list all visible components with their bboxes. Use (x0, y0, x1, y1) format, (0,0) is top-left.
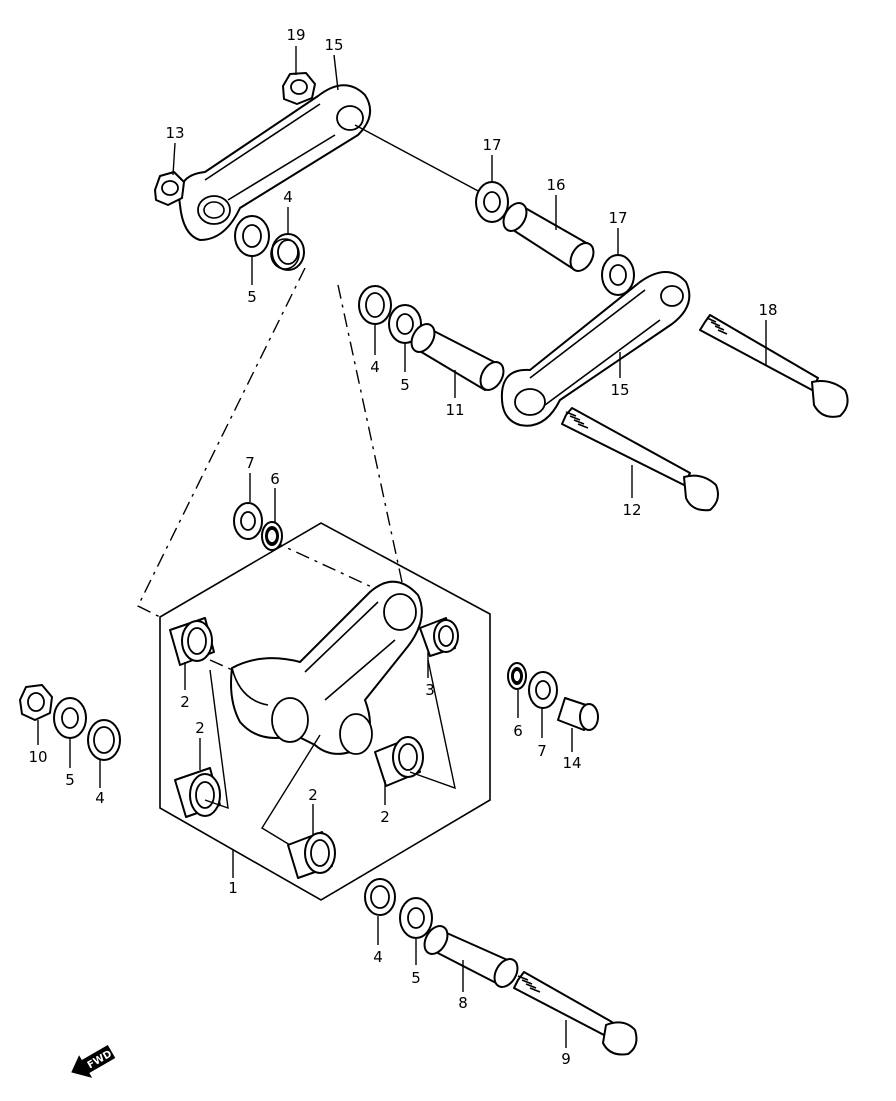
seal-4-lower (364, 878, 396, 916)
callout-19: 19 (286, 26, 305, 44)
leader (333, 54, 339, 91)
callout-2-d: 2 (308, 786, 318, 804)
washer-7-right (528, 671, 558, 709)
callout-16: 16 (546, 176, 565, 194)
bearing-2-b (174, 767, 221, 818)
callout-4-mid: 4 (370, 358, 380, 376)
washer-17-right (601, 254, 635, 296)
callout-10: 10 (28, 748, 47, 766)
callout-8: 8 (458, 994, 468, 1012)
callout-4-upper: 4 (283, 188, 293, 206)
callout-2-c: 2 (380, 808, 390, 826)
bearing-2-a (169, 617, 215, 666)
washer-5-upper (234, 215, 270, 257)
bearing-2-d (287, 831, 336, 879)
callout-5-mid: 5 (400, 376, 410, 394)
cushion-lever (230, 580, 423, 755)
nut-19 (282, 72, 316, 105)
assembly-outline (159, 522, 491, 901)
callout-6-right: 6 (513, 722, 523, 740)
bolt-18 (699, 314, 849, 418)
callout-15-top: 15 (324, 36, 343, 54)
callout-5-left: 5 (65, 771, 75, 789)
leader (204, 669, 229, 810)
washer-17-upper (475, 181, 509, 223)
seal-4-mid (358, 285, 392, 325)
callout-13: 13 (165, 124, 184, 142)
fwd-arrow-icon: FWD (71, 1044, 116, 1078)
callout-14: 14 (562, 754, 581, 772)
leader (172, 142, 176, 176)
bolt-9 (513, 971, 638, 1056)
leader (409, 659, 456, 790)
bearing-2-c (374, 736, 424, 787)
axis-line (354, 124, 481, 193)
right-rod-link (500, 271, 691, 427)
callout-6-upper: 6 (270, 470, 280, 488)
seal-6-upper (261, 521, 283, 551)
collar-11 (410, 323, 505, 391)
callout-15-right: 15 (610, 381, 629, 399)
phantom-line (137, 267, 306, 618)
callout-11: 11 (445, 401, 464, 419)
washer-5-left (53, 697, 87, 739)
seal-4-upper (270, 233, 305, 271)
callout-17-upper: 17 (482, 136, 501, 154)
callout-7-right: 7 (537, 742, 547, 760)
callout-1: 1 (228, 879, 238, 897)
washer-7-upper (233, 502, 263, 540)
bolt-12 (561, 407, 719, 512)
callout-4-lower: 4 (373, 948, 383, 966)
callout-9: 9 (561, 1050, 571, 1068)
bearing-3 (419, 617, 459, 657)
leader (261, 734, 321, 846)
callout-3: 3 (425, 681, 435, 699)
collar-8 (423, 925, 519, 988)
callout-5-lower: 5 (411, 969, 421, 987)
collar-14 (557, 697, 599, 731)
nut-13 (154, 171, 185, 206)
callout-12: 12 (622, 501, 641, 519)
callout-18: 18 (758, 301, 777, 319)
nut-10 (19, 684, 53, 721)
seal-6-right (507, 662, 527, 690)
callout-7-upper: 7 (245, 454, 255, 472)
collar-16 (502, 202, 595, 272)
callout-2-b: 2 (195, 719, 205, 737)
callout-5-upper: 5 (247, 288, 257, 306)
seal-4-left (87, 719, 121, 761)
callout-4-left: 4 (95, 789, 105, 807)
callout-17-right: 17 (608, 209, 627, 227)
washer-5-lower (399, 897, 433, 939)
top-rod-link (178, 84, 372, 241)
phantom-line (337, 284, 403, 583)
callout-2-a: 2 (180, 693, 190, 711)
